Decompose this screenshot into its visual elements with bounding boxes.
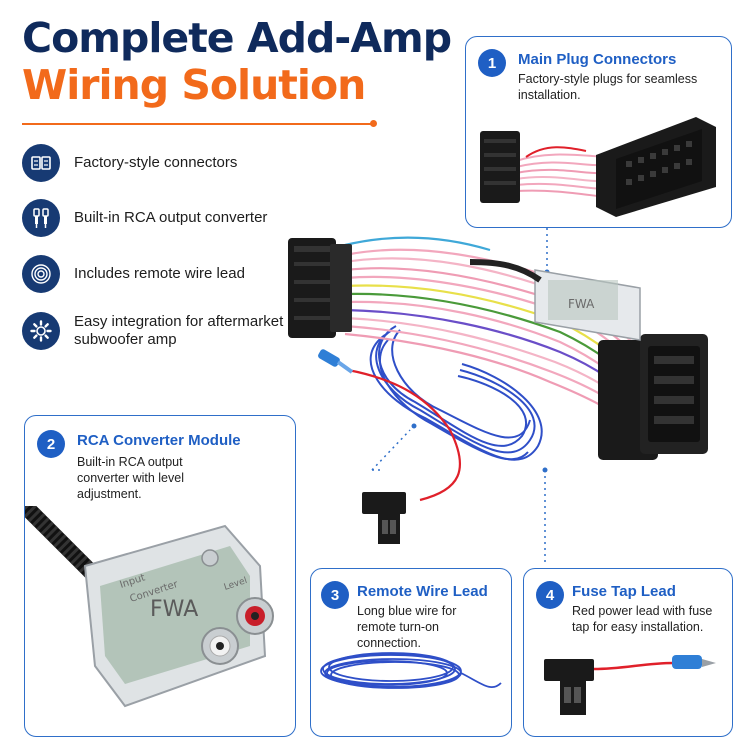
headline-line-1: Complete Add-Amp (22, 14, 452, 62)
card-description: Factory-style plugs for seamless install… (518, 72, 698, 102)
card-title: Fuse Tap Lead (572, 583, 676, 600)
feature-text: Factory-style connectors (74, 154, 238, 171)
feature-text: Includes remote wire lead (74, 265, 245, 282)
right-harness-plug (598, 334, 708, 460)
rca-jack-red (236, 597, 274, 635)
converter-module-small: FWA (534, 269, 641, 341)
card-number-badge: 1 (478, 49, 506, 77)
headline-divider-dot (370, 120, 377, 127)
feature-text: Easy integration for aftermarket subwoof… (74, 313, 284, 348)
callout-card-rca-converter: 2 RCA Converter Module Built-in RCA outp… (24, 415, 296, 737)
left-harness-plug (288, 238, 352, 338)
fuse-tap-illustration (544, 655, 716, 715)
feature-item-integration: Easy integration for aftermarket subwoof… (22, 312, 294, 350)
module-brand-small: FWA (568, 297, 595, 311)
rca-jack-white (201, 627, 239, 665)
feature-text: Built-in RCA output converter (74, 209, 268, 226)
card-title: RCA Converter Module (77, 432, 241, 449)
callout-card-remote-wire: 3 Remote Wire Lead Long blue wire for re… (310, 568, 512, 737)
wire-coil-icon (22, 255, 60, 293)
gear-icon (22, 312, 60, 350)
headline-line-2: Wiring Solution (22, 61, 366, 109)
callout-card-fuse-tap: 4 Fuse Tap Lead Red power lead with fuse… (523, 568, 733, 737)
fuse-tap-center (362, 492, 406, 544)
feature-item-remote-wire: Includes remote wire lead (22, 255, 245, 293)
card-number-badge: 3 (321, 581, 349, 609)
headline: Complete Add-Amp Wiring Solution (22, 14, 452, 109)
feature-item-connectors: Factory-style connectors (22, 144, 237, 182)
card-description: Red power lead with fuse tap for easy in… (572, 604, 713, 634)
card-title: Remote Wire Lead (357, 583, 488, 600)
rca-module-illustration: FWA Input Converter Level (25, 506, 274, 708)
card-number-badge: 2 (37, 430, 65, 458)
card-description: Built-in RCA output converter with level… (77, 455, 184, 501)
rca-plug-icon (22, 199, 60, 237)
callout-card-main-plug: 1 Main Plug Connectors Factory-style plu… (465, 36, 732, 228)
remote-wire-illustration (320, 652, 502, 689)
card-number-badge: 4 (536, 581, 564, 609)
module-brand: FWA (150, 597, 198, 622)
main-plug-illustration (480, 117, 716, 217)
headline-divider (22, 123, 372, 125)
card-title: Main Plug Connectors (518, 51, 677, 68)
connector-icon (22, 144, 60, 182)
blue-spade-connector (318, 349, 354, 374)
card-description: Long blue wire for remote turn-on connec… (357, 604, 457, 650)
feature-item-rca: Built-in RCA output converter (22, 199, 267, 237)
